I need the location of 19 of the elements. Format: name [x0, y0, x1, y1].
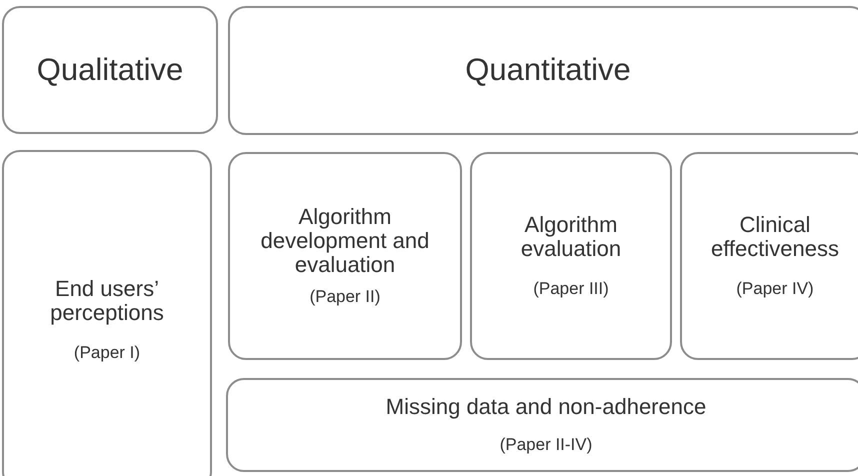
paper-reference: (Paper III) — [533, 278, 609, 300]
rounded-box — [2, 150, 212, 476]
box-heading: Qualitative — [36, 52, 184, 88]
paper-reference: (Paper II-IV) — [500, 434, 592, 456]
rounded-box — [228, 6, 858, 135]
box-heading: Clinical effectiveness — [710, 212, 840, 261]
rounded-box — [680, 152, 858, 360]
rounded-box — [470, 152, 672, 360]
rounded-box — [228, 152, 462, 360]
box-heading: End users’ perceptions — [49, 276, 165, 325]
rounded-box — [226, 378, 858, 472]
box-heading: Missing data and non-adherence — [386, 394, 706, 419]
paper-reference: (Paper I) — [74, 342, 140, 364]
paper-reference: (Paper II) — [310, 287, 380, 308]
paper-reference: (Paper IV) — [736, 278, 814, 300]
box-heading: Quantitative — [465, 53, 631, 88]
rounded-box — [2, 6, 218, 134]
box-heading: Algorithm development and evaluation — [260, 204, 430, 278]
box-heading: Algorithm evaluation — [520, 212, 622, 261]
